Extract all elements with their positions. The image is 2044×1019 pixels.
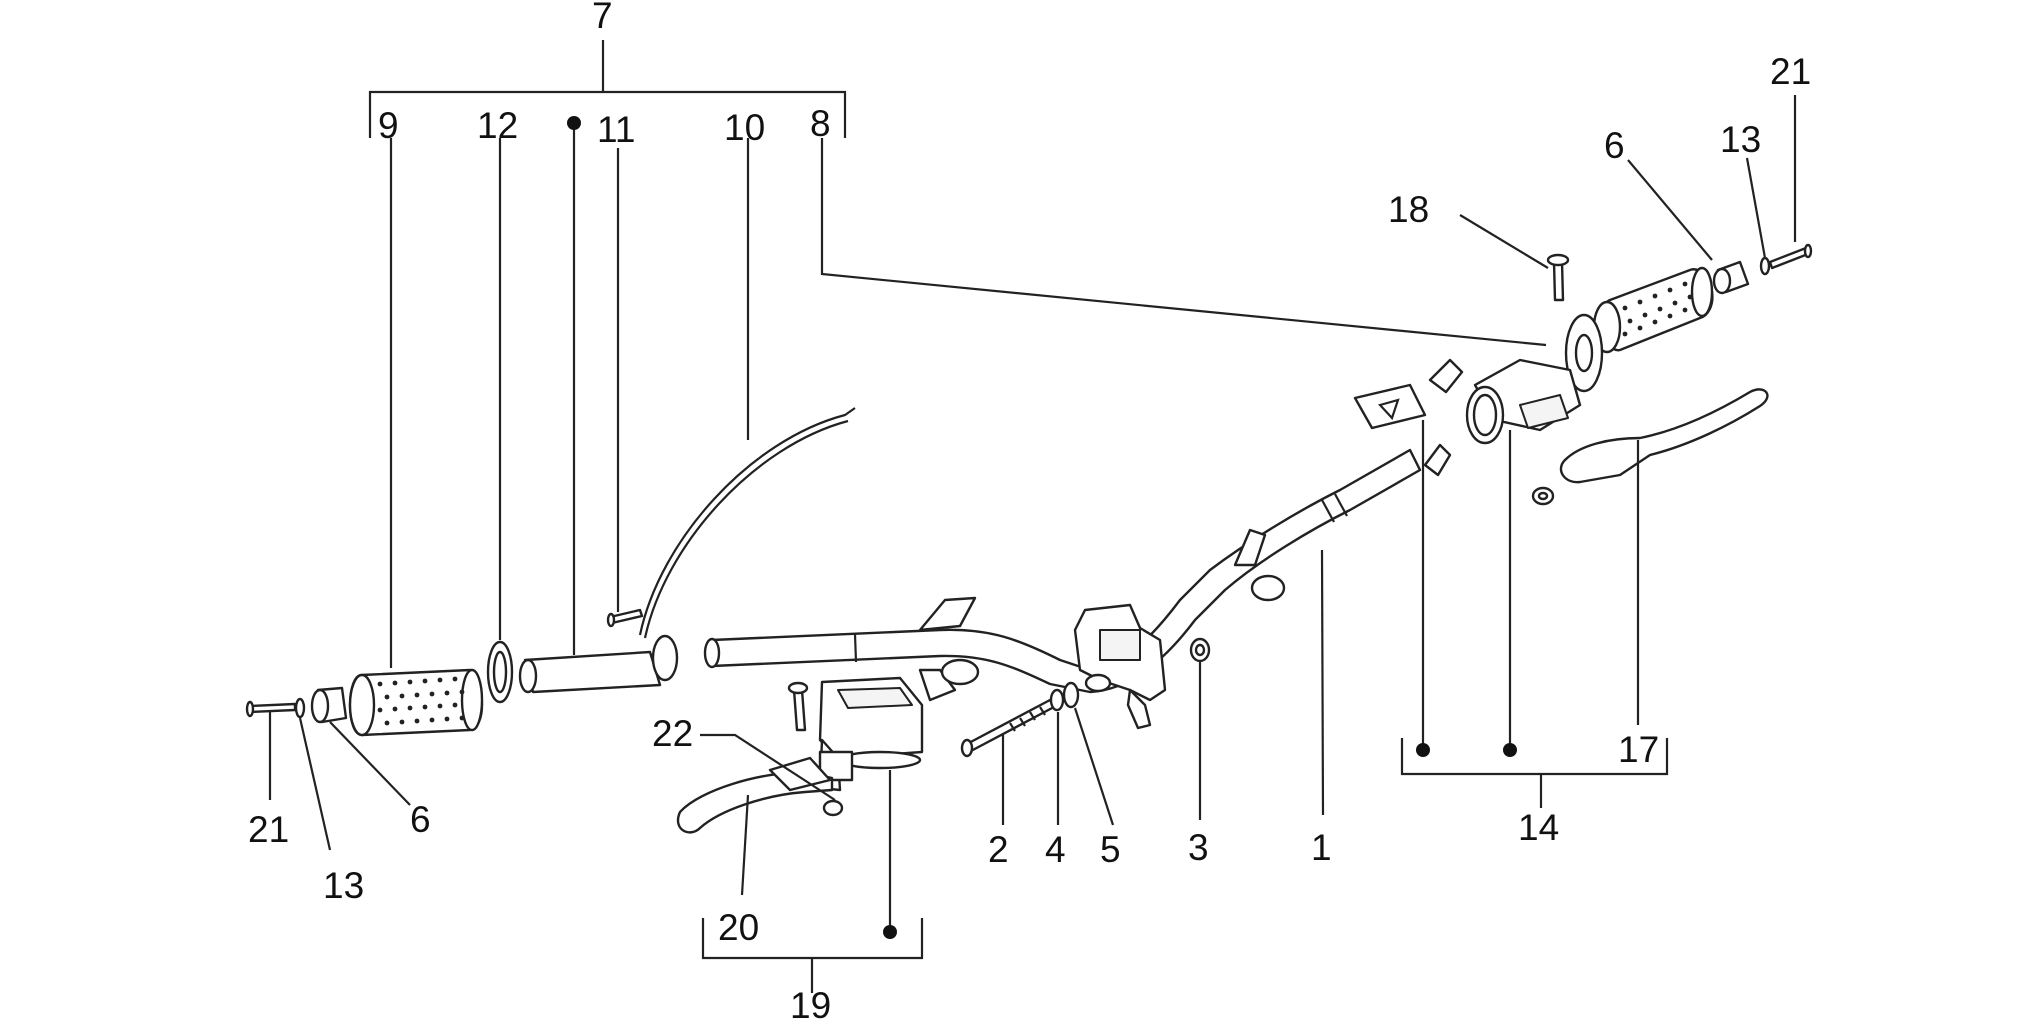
callout-12: 12	[477, 105, 518, 146]
callout-19: 19	[790, 985, 831, 1019]
callout-13-left: 13	[323, 865, 364, 906]
callout-10: 10	[724, 107, 765, 148]
leader-6-right	[1627, 159, 1713, 261]
leader-1	[1320, 549, 1325, 816]
callout-9: 9	[378, 105, 399, 146]
left-bar-end-weight	[310, 686, 348, 724]
lever-nut	[822, 799, 844, 817]
callout-18: 18	[1388, 189, 1429, 230]
master-cylinder-bolt	[787, 681, 809, 732]
reference-dot	[883, 925, 897, 939]
callout-14: 14	[1518, 807, 1559, 848]
callout-21-right: 21	[1770, 51, 1811, 92]
center-clamp-bracket	[1073, 603, 1167, 730]
washer-5	[1062, 681, 1080, 709]
right-washer-13	[1759, 256, 1771, 276]
callout-13-right: 13	[1720, 119, 1761, 160]
callout-8: 8	[810, 103, 831, 144]
left-washer-13	[294, 697, 306, 719]
right-bar-end-weight	[1712, 260, 1750, 295]
callout-2: 2	[988, 829, 1009, 870]
screw-11	[606, 608, 644, 628]
leader-22	[700, 733, 836, 801]
callout-11: 11	[597, 109, 635, 150]
handlebar-tube	[703, 443, 1452, 702]
clutch-lever-17	[1559, 388, 1769, 484]
group-bracket-19	[701, 918, 924, 993]
right-clamp-nut	[1531, 486, 1555, 506]
right-grip	[1592, 266, 1714, 354]
callout-22: 22	[652, 713, 693, 754]
right-bracket-plate	[1353, 358, 1464, 430]
leader-5	[1073, 707, 1115, 826]
leader-6-left	[329, 721, 411, 806]
callout-20: 20	[718, 907, 759, 948]
callout-21-left: 21	[248, 809, 289, 850]
group-bracket-14	[1400, 738, 1669, 808]
right-clamp-housing	[1465, 358, 1582, 445]
callout-6-left: 6	[410, 799, 431, 840]
leader-8	[820, 138, 1547, 347]
callout-1: 1	[1311, 827, 1332, 868]
reference-dot	[1503, 743, 1517, 757]
callout-5: 5	[1100, 829, 1121, 870]
leader-20	[740, 794, 750, 896]
right-screw-21	[1768, 243, 1813, 270]
callout-3: 3	[1188, 827, 1209, 868]
washer-4	[1049, 688, 1065, 712]
callout-7: 7	[592, 0, 613, 36]
left-screw-21	[245, 700, 297, 718]
leader-13-left	[298, 717, 332, 851]
reference-dot	[1416, 743, 1430, 757]
reference-dot	[567, 116, 581, 130]
nut-3	[1189, 637, 1211, 663]
callout-4: 4	[1045, 829, 1066, 870]
bolt-18	[1546, 253, 1570, 302]
left-ring-12	[486, 640, 514, 704]
leader-13-right	[1745, 157, 1767, 259]
throttle-cable-10	[638, 407, 856, 639]
brake-master-cylinder	[818, 676, 924, 792]
callout-17: 17	[1618, 729, 1659, 770]
throttle-sleeve	[518, 634, 679, 694]
right-grip-flange	[1564, 313, 1604, 393]
bolt-2	[960, 698, 1056, 758]
left-grip	[348, 668, 484, 737]
leader-18	[1459, 214, 1549, 269]
lever-plate-22	[768, 756, 832, 792]
group-bracket-7	[368, 40, 847, 138]
callout-6-right: 6	[1604, 125, 1625, 166]
